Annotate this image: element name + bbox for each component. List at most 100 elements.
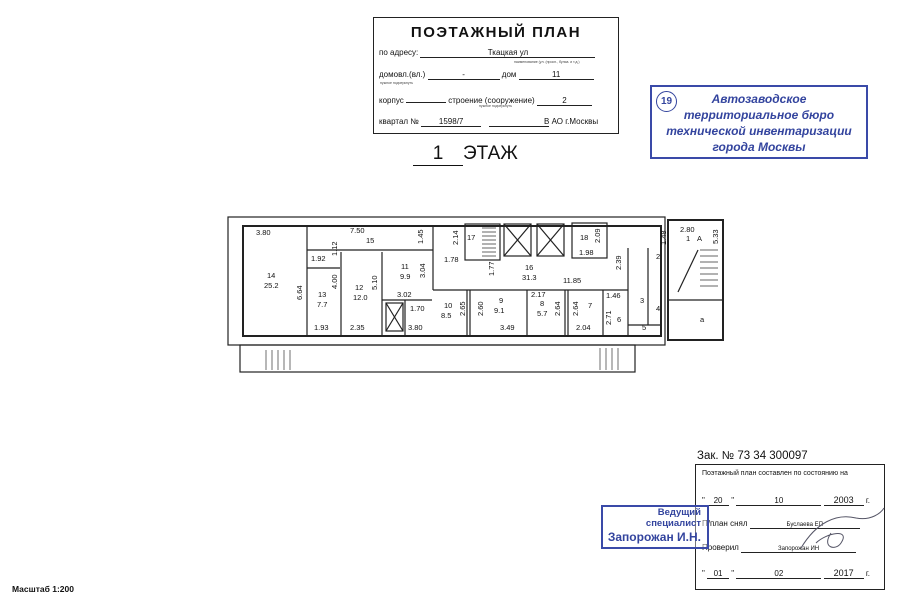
floor-label: ЭТАЖ <box>463 143 518 164</box>
year-suffix: г. <box>865 569 870 578</box>
stamp-line: территориальное бюро <box>683 108 835 122</box>
year-suffix: г. <box>865 496 870 505</box>
room-area: 5.7 <box>537 309 547 318</box>
dim-label: 2.04 <box>576 323 591 332</box>
scale-label: Масштаб 1:200 <box>12 584 74 594</box>
stair-hatching <box>265 227 718 370</box>
room-number: 8 <box>540 299 544 308</box>
room-area: 7.7 <box>317 300 327 309</box>
order-label: Зак. № <box>697 450 735 462</box>
month1: 10 <box>736 496 822 506</box>
checked-label: Проверил <box>702 543 739 552</box>
surveyed-by: Буслаева ЕП <box>749 522 860 529</box>
room-number: а <box>700 315 705 324</box>
month2: 02 <box>736 569 822 579</box>
domovl-row: домовл.(вл.) - дом 11 <box>379 70 613 80</box>
dim-label: 2.60 <box>476 301 485 316</box>
stroenie-value: 2 <box>536 96 592 106</box>
room-number: 17 <box>467 233 475 242</box>
room-area: 12.0 <box>353 293 368 302</box>
room-number: 16 <box>525 263 533 272</box>
plan-title: ПОЭТАЖНЫЙ ПЛАН <box>410 24 582 41</box>
year1: 2003 <box>823 495 864 506</box>
dim-label: 2.64 <box>553 301 562 316</box>
korpus-value <box>405 93 446 103</box>
dim-label: 1.92 <box>311 254 326 263</box>
domovl-value: - <box>427 70 500 80</box>
room-area: 9.9 <box>400 272 410 281</box>
dim-label: 2.35 <box>350 323 365 332</box>
dim-label: 1.93 <box>314 323 329 332</box>
dim-label: 2.64 <box>571 301 580 316</box>
room-number: 12 <box>355 283 363 292</box>
dim-label: 2.39 <box>614 255 623 270</box>
state-box: Поэтажный план составлен по состоянию на… <box>695 464 885 590</box>
dim-label: 1.78 <box>444 255 459 264</box>
room-area: 9.1 <box>494 306 504 315</box>
dim-label: 5.33 <box>711 229 720 244</box>
dim-label: 3.02 <box>397 290 412 299</box>
dim-label: 2.80 <box>680 225 695 234</box>
dim-label: 1.70 <box>410 304 425 313</box>
stamp-line: Ведущий <box>657 507 701 518</box>
bti-stamp: 19 Автозаводское территориальное бюро те… <box>650 85 868 159</box>
korpus-row: корпус строение (сооружение) 2 <box>379 93 613 106</box>
kvartal-label: квартал № <box>379 117 419 126</box>
kvartal-value: 1598/7 <box>421 117 482 127</box>
stamp-line: Автозаводское <box>711 92 807 106</box>
room-area: 31.3 <box>522 273 537 282</box>
dim-label: 6.64 <box>295 285 304 300</box>
checked-by: Запорожан ИН <box>741 546 857 553</box>
stamp-line: технической инвентаризации <box>666 124 852 138</box>
domovl-hint: нужное подчеркнуть <box>380 81 414 85</box>
dim-label: 2.17 <box>531 290 546 299</box>
stamp-number: 19 <box>656 91 677 112</box>
order-number: Зак. № 73 34 300097 <box>697 450 808 462</box>
room-number: 3 <box>640 296 644 305</box>
dim-label: 3.80 <box>256 228 271 237</box>
dim-label: 4.00 <box>330 274 339 289</box>
room-number: 6 <box>617 315 621 324</box>
title-block: ПОЭТАЖНЫЙ ПЛАН по адресу: Ткацкая ул наи… <box>373 17 619 134</box>
kvartal-row: квартал № 1598/7 В АО г.Москвы <box>379 117 613 127</box>
room-number: 9 <box>499 296 503 305</box>
room-number: 18 <box>580 233 588 242</box>
ao-label: АО г.Москвы <box>551 117 599 126</box>
year2: 2017 <box>823 568 864 579</box>
state-heading: Поэтажный план составлен по состоянию на <box>702 470 848 477</box>
dim-label: 1.98 <box>579 248 594 257</box>
dim-label: 3.80 <box>408 323 423 332</box>
dim-label: 5.10 <box>370 275 379 290</box>
room-number: 2 <box>656 252 660 261</box>
address-label: по адресу: <box>379 48 419 57</box>
stamp-line: города Москвы <box>712 140 806 154</box>
dim-label: 1.48 <box>659 230 668 245</box>
room-number: 15 <box>366 236 374 245</box>
dom-value: 11 <box>518 70 594 80</box>
room-area: 25.2 <box>264 281 279 290</box>
stroenie-hint: нужное подчеркнуть <box>479 104 513 108</box>
dim-label: 3.49 <box>500 323 515 332</box>
dim-label: 3.04 <box>418 263 427 278</box>
room-number: 7 <box>588 301 592 310</box>
room-labels: 3.80 14 25.2 6.64 7.50 15 1.45 1.92 1.12… <box>256 225 720 332</box>
korpus-label: корпус <box>379 96 404 105</box>
ao-value: В <box>489 117 550 127</box>
dim-label: 1.46 <box>606 291 621 300</box>
address-value: Ткацкая ул <box>420 48 596 58</box>
dom-label: дом <box>501 70 517 79</box>
room-number: 5 <box>642 323 646 332</box>
dim-label: 2.09 <box>593 228 602 243</box>
room-number: 10 <box>444 301 452 310</box>
stamp-line: специалист <box>645 518 701 529</box>
dim-label: 2.71 <box>604 310 613 325</box>
dim-label: 1.77 <box>487 261 496 276</box>
dim-label: 2.14 <box>451 230 460 245</box>
day2: 01 <box>707 569 730 579</box>
plan-walls <box>227 216 724 373</box>
dim-label: 1.12 <box>330 241 339 256</box>
address-row: по адресу: Ткацкая ул <box>379 48 613 58</box>
room-number: 13 <box>318 290 326 299</box>
room-number: 1 <box>686 234 690 243</box>
